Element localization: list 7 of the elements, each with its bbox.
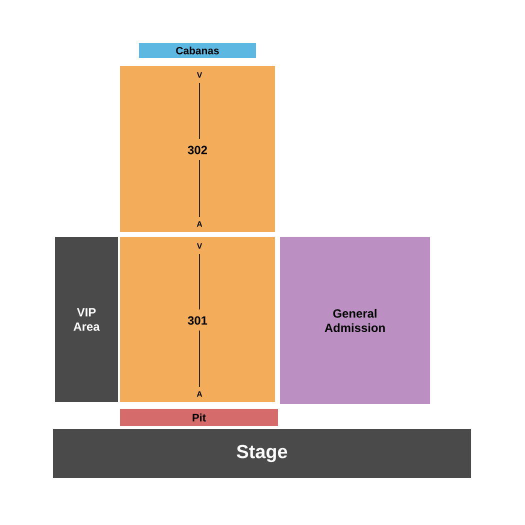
section-label: 301 — [188, 316, 208, 325]
section-label: Cabanas — [176, 46, 219, 54]
section-label: Pit — [192, 414, 206, 422]
section-label: Stage — [236, 444, 288, 462]
section-label: 302 — [188, 146, 207, 154]
section-label: VIP Area — [74, 308, 100, 331]
section-label: General Admission — [324, 308, 385, 332]
